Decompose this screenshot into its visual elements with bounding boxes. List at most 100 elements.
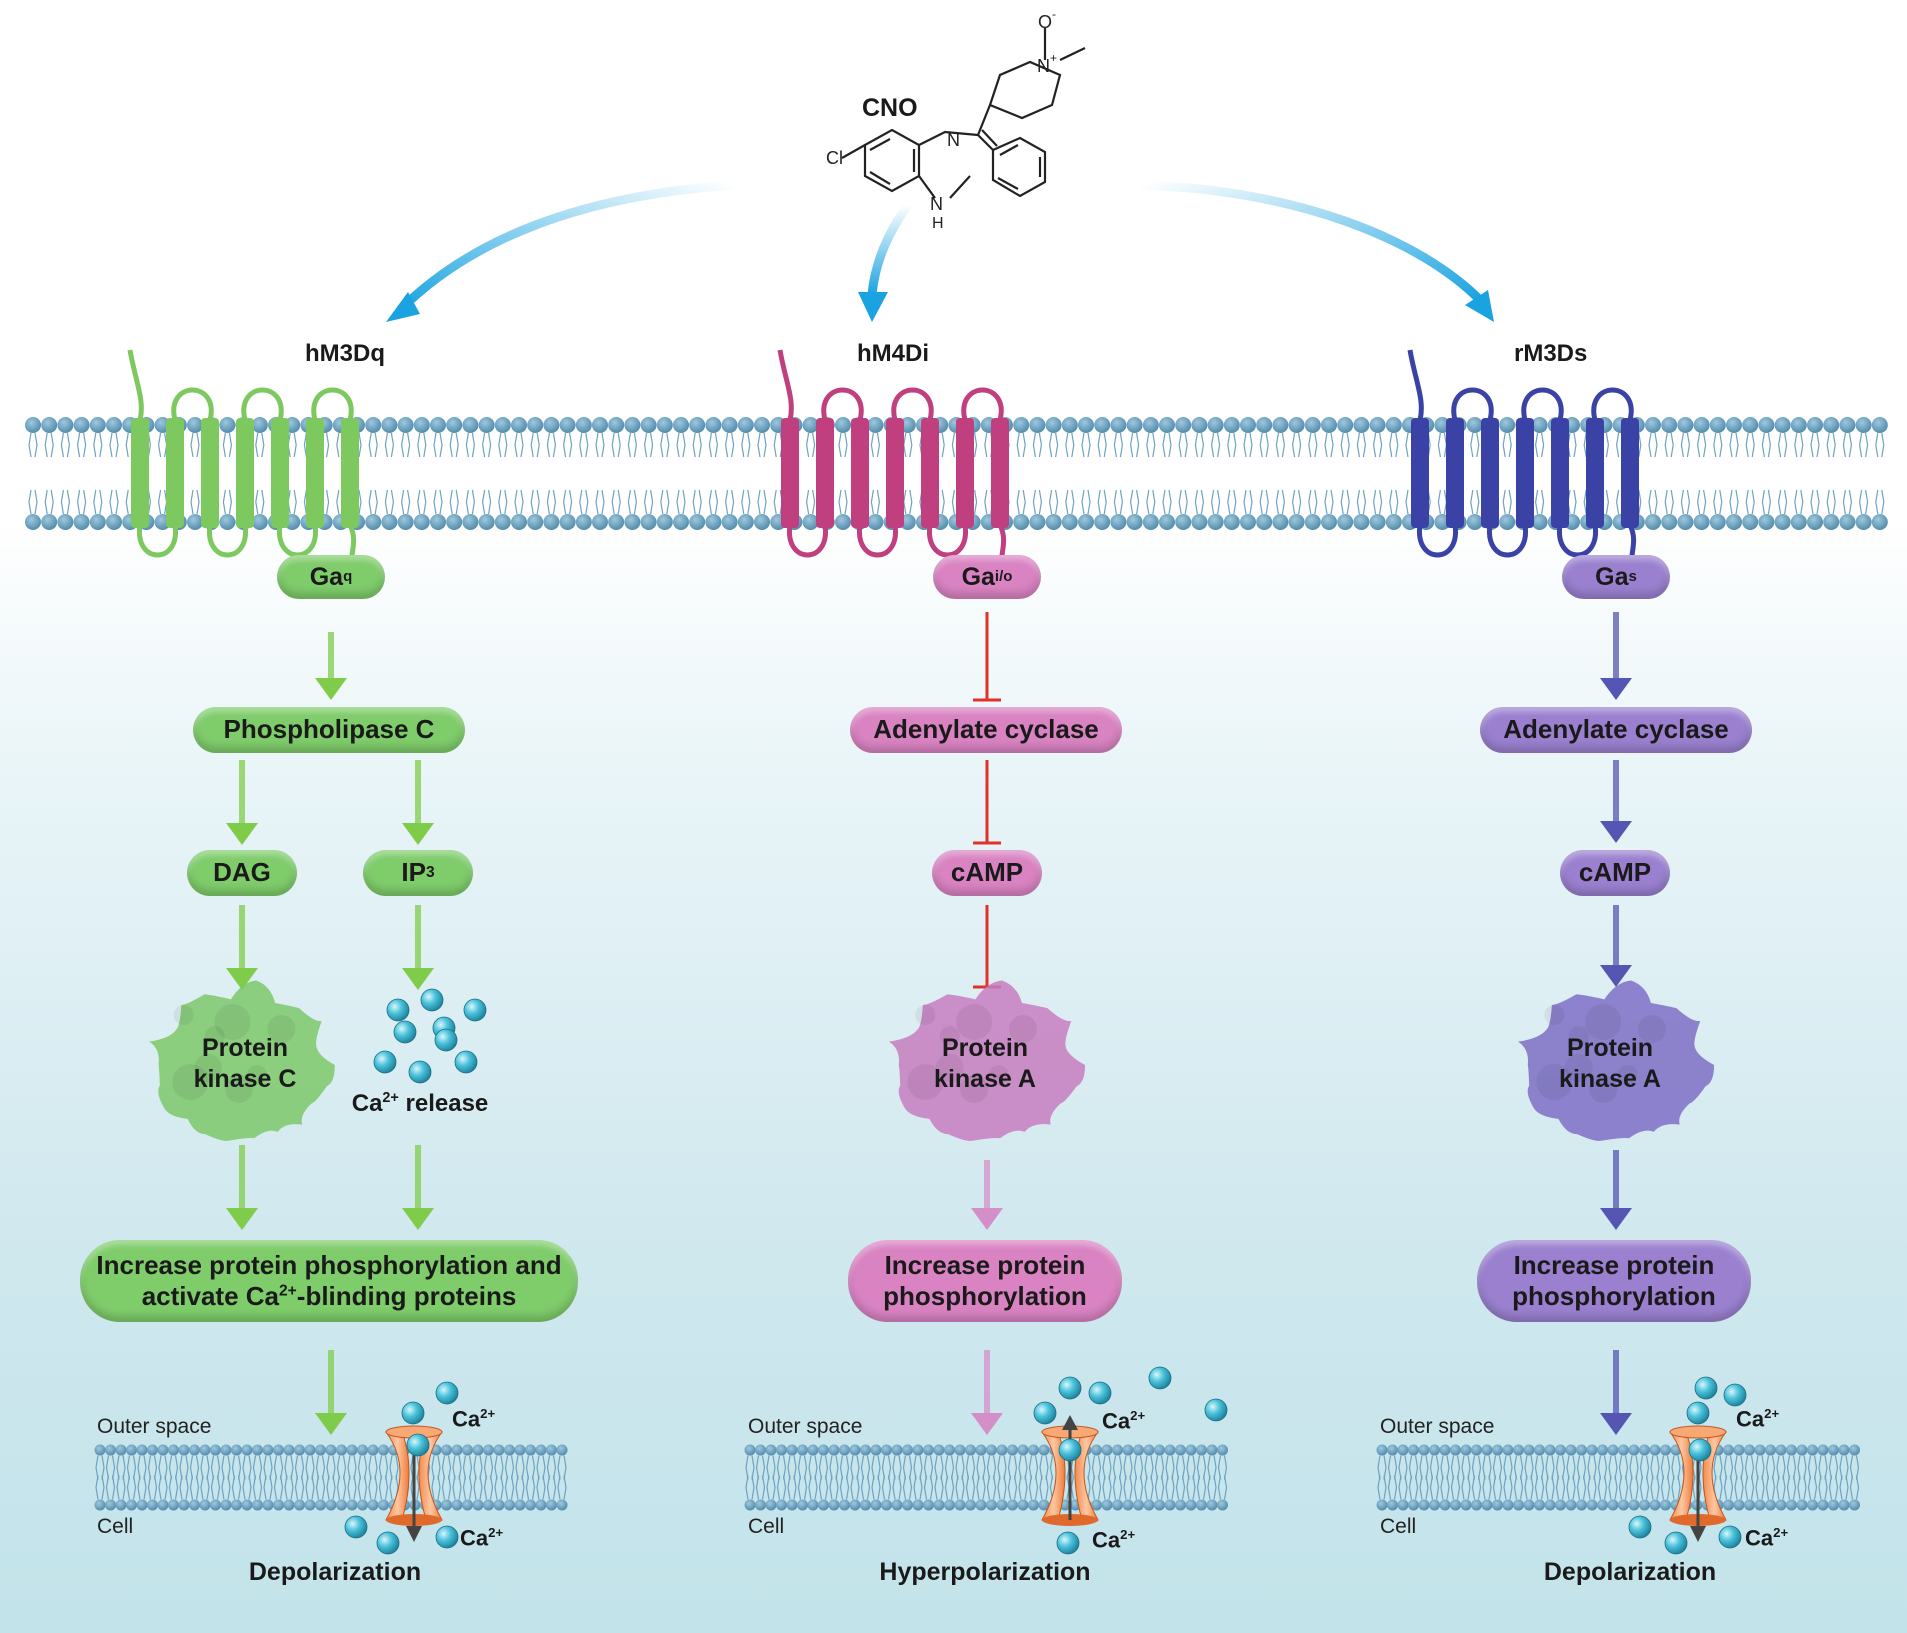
ca-label-left-inner: Ca2+ <box>460 1525 503 1551</box>
ion-base: Ca <box>1102 1408 1131 1434</box>
cno-atom-h: H <box>932 215 944 232</box>
receptor-name-rm3ds: rM3Ds <box>1514 340 1588 367</box>
arrow-right-effect-to-channel <box>1600 1350 1632 1435</box>
cell-label-right: Cell <box>1380 1515 1417 1538</box>
protein-kinase-c-label: Protein kinase C <box>165 1033 325 1096</box>
left-effect-line2-pre: activate Ca <box>141 1281 279 1311</box>
arrow-left-effect-to-channel <box>315 1350 347 1435</box>
g-protein-io-sub: i/o <box>994 568 1013 585</box>
arrow-ip3-to-ca <box>402 905 434 990</box>
calcium-ion <box>373 1050 397 1074</box>
ion-sup: 2+ <box>1773 1525 1789 1540</box>
transmembrane-helix <box>921 418 939 528</box>
ion-base: Ca <box>1092 1527 1121 1553</box>
left-effect-line2-sup: 2+ <box>279 1282 297 1300</box>
camp-middle: cAMP <box>932 850 1042 896</box>
arrow-pkc-to-effect <box>226 1145 258 1230</box>
arrow-dag-to-pkc <box>226 905 258 990</box>
calcium-ion <box>408 1060 432 1084</box>
right-effect-line1: Increase protein <box>1513 1249 1715 1280</box>
cno-arrow-left-head <box>386 292 420 322</box>
inhibit-adenylate-cyclase-camp <box>973 760 1001 845</box>
kinase-a-shape-right <box>1517 980 1715 1141</box>
kinase-shapes <box>149 980 1715 1141</box>
arrow-plc-to-ip3 <box>402 760 434 845</box>
calcium-ion <box>1033 1401 1057 1425</box>
arrow-gq-to-plc <box>315 632 347 700</box>
adenylate-cyclase-stimulated: Adenylate cyclase <box>1480 707 1752 753</box>
calcium-ion <box>1628 1515 1652 1539</box>
outer-space-label-middle: Outer space <box>748 1415 863 1438</box>
ca-release-base: Ca <box>351 1090 383 1117</box>
transmembrane-helix <box>1551 418 1569 528</box>
pka-middle-line1: Protein <box>941 1034 1029 1062</box>
ip3-base: IP <box>401 857 426 888</box>
calcium-ion <box>463 998 487 1022</box>
pkc-line2: kinase C <box>193 1065 297 1094</box>
calcium-ions <box>344 988 1747 1555</box>
kinase-c-shape <box>149 980 335 1141</box>
arrow-ca-to-effect <box>402 1145 434 1230</box>
ion-sup: 2+ <box>488 1525 504 1540</box>
ca-label-right-outer: Ca2+ <box>1736 1406 1779 1432</box>
ca-release-rest: release <box>398 1090 489 1117</box>
cno-charge-minus: - <box>1052 7 1056 21</box>
calcium-ion <box>393 1020 417 1044</box>
transmembrane-helix <box>1446 418 1464 528</box>
cno-atom-o: O <box>1038 12 1052 32</box>
pkc-line1: Protein <box>201 1034 289 1062</box>
calcium-ion <box>454 1050 478 1074</box>
g-protein-s-sub: s <box>1628 568 1637 585</box>
left-effect-line2: activate Ca2+-blinding proteins <box>96 1281 561 1312</box>
calcium-ion <box>1686 1401 1710 1425</box>
calcium-ion <box>434 1028 458 1052</box>
cno-arrow-middle-head <box>858 292 888 322</box>
transmembrane-helix <box>1411 418 1429 528</box>
cno-atom-nplus: N <box>1037 56 1050 76</box>
dag: DAG <box>187 850 297 896</box>
calcium-ion <box>386 998 410 1022</box>
transmembrane-helix <box>341 418 359 528</box>
calcium-ion <box>344 1515 368 1539</box>
calcium-ion <box>401 1401 425 1425</box>
ion-base: Ca <box>1745 1525 1774 1551</box>
transmembrane-helix <box>306 418 324 528</box>
cno-arrow-right-head <box>1465 290 1494 322</box>
transmembrane-helix <box>166 418 184 528</box>
calcium-ion <box>1694 1376 1718 1400</box>
ca-label-right-inner: Ca2+ <box>1745 1525 1788 1551</box>
cno-arrow-middle <box>867 202 912 296</box>
middle-effect-line2: phosphorylation <box>883 1281 1087 1311</box>
membrane-middle <box>744 1444 1228 1511</box>
calcium-ion <box>1664 1531 1688 1555</box>
ca-label-left-outer: Ca2+ <box>452 1406 495 1432</box>
arrow-middle-effect-to-channel <box>971 1350 1003 1435</box>
drug-name: CNO <box>862 94 918 122</box>
transmembrane-helix <box>236 418 254 528</box>
left-effect-line1: Increase protein phosphorylation and <box>96 1249 562 1280</box>
cell-label-middle: Cell <box>748 1515 785 1538</box>
arrow-plc-to-dag <box>226 760 258 845</box>
transmembrane-helix <box>851 418 869 528</box>
calcium-ion <box>420 988 444 1012</box>
cno-arrow-left <box>396 180 736 314</box>
middle-effect-line1: Increase protein <box>884 1249 1086 1280</box>
cno-charge-plus: + <box>1050 51 1057 65</box>
right-effect-line2: phosphorylation <box>1512 1281 1716 1311</box>
receptor-name-hm3dq: hM3Dq <box>305 340 385 367</box>
cno-atom-nh: N <box>930 194 943 214</box>
transmembrane-helix <box>1481 418 1499 528</box>
middle-result: Hyperpolarization <box>879 1558 1091 1586</box>
calcium-ion <box>1058 1438 1082 1462</box>
arrow-pka-to-effect-middle <box>971 1160 1003 1230</box>
calcium-ion <box>1718 1525 1742 1549</box>
ip3-sub: 3 <box>425 863 435 881</box>
calcium-ion <box>1148 1366 1172 1390</box>
transmembrane-helix <box>1516 418 1534 528</box>
g-protein-io-base: Ga <box>961 563 995 591</box>
